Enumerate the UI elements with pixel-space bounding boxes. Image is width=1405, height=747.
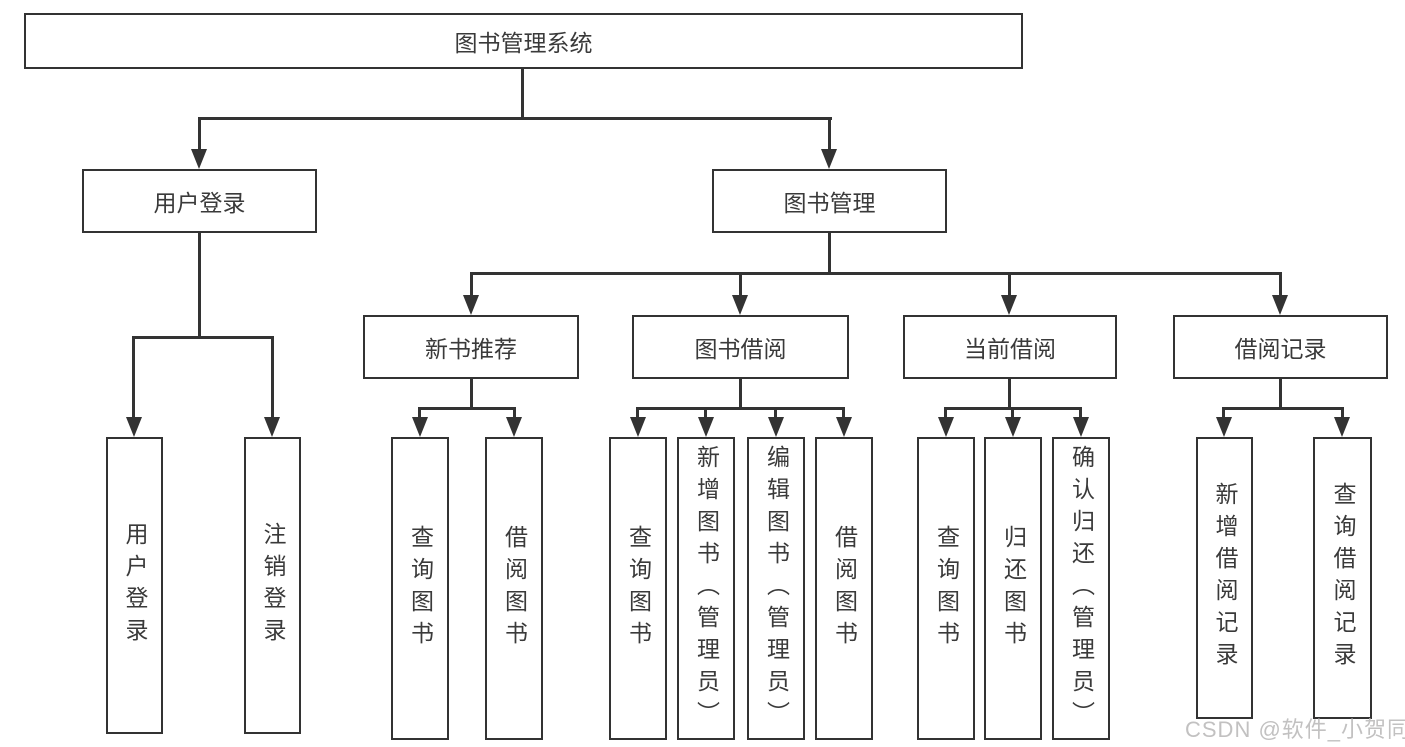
node-book-management: 图书管理: [712, 169, 947, 233]
connector-line: [198, 233, 201, 336]
arrow-down-icon: [630, 417, 646, 437]
connector-line: [470, 272, 1282, 275]
arrow-down-icon: [1272, 295, 1288, 315]
arrow-down-icon: [1005, 417, 1021, 437]
leaf-borrow-book: 借阅图书: [485, 437, 543, 740]
arrow-down-icon: [768, 417, 784, 437]
arrow-down-icon: [732, 295, 748, 315]
connector-line: [1223, 407, 1344, 410]
leaf-add-book-admin: 新增图书（管理员）: [677, 437, 735, 740]
connector-line: [470, 272, 473, 295]
connector-line: [739, 379, 742, 407]
leaf-add-borrow-record: 新增借阅记录: [1196, 437, 1253, 719]
leaf-query-books: 查询图书: [609, 437, 667, 740]
node-new-book-recommend: 新书推荐: [363, 315, 579, 379]
arrow-down-icon: [836, 417, 852, 437]
node-current-borrow: 当前借阅: [903, 315, 1117, 379]
arrow-down-icon: [126, 417, 142, 437]
arrow-down-icon: [1073, 417, 1089, 437]
connector-line: [637, 407, 845, 410]
connector-line: [133, 336, 274, 339]
connector-line: [944, 407, 947, 417]
arrow-down-icon: [698, 417, 714, 437]
leaf-logout: 注销登录: [244, 437, 301, 734]
connector-line: [739, 272, 742, 295]
arrow-down-icon: [1334, 417, 1350, 437]
arrow-down-icon: [506, 417, 522, 437]
connector-line: [521, 69, 524, 117]
leaf-confirm-return-admin: 确认归还（管理员）: [1052, 437, 1110, 740]
connector-line: [198, 117, 832, 120]
connector-line: [470, 379, 473, 407]
connector-line: [704, 407, 707, 417]
arrow-down-icon: [1216, 417, 1232, 437]
connector-line: [271, 336, 274, 417]
connector-line: [513, 407, 516, 417]
leaf-query-books: 查询图书: [391, 437, 449, 740]
connector-line: [419, 407, 516, 410]
connector-line: [842, 407, 845, 417]
connector-line: [1279, 379, 1282, 407]
node-book-borrow: 图书借阅: [632, 315, 849, 379]
arrow-down-icon: [938, 417, 954, 437]
connector-line: [828, 233, 831, 272]
arrow-down-icon: [1001, 295, 1017, 315]
connector-line: [636, 407, 639, 417]
leaf-query-books: 查询图书: [917, 437, 975, 740]
leaf-edit-book-admin: 编辑图书（管理员）: [747, 437, 805, 740]
connector-line: [198, 117, 201, 149]
connector-line: [418, 407, 421, 417]
leaf-query-borrow-record: 查询借阅记录: [1313, 437, 1372, 719]
connector-line: [1341, 407, 1344, 417]
leaf-user-login: 用户登录: [106, 437, 163, 734]
csdn-watermark: CSDN @软件_小贺同学: [1185, 717, 1405, 742]
connector-line: [1008, 379, 1011, 407]
node-borrow-record: 借阅记录: [1173, 315, 1388, 379]
arrow-down-icon: [191, 149, 207, 169]
connector-line: [774, 407, 777, 417]
connector-line: [1011, 407, 1014, 417]
arrow-down-icon: [821, 149, 837, 169]
connector-line: [1079, 407, 1082, 417]
arrow-down-icon: [412, 417, 428, 437]
leaf-return-book: 归还图书: [984, 437, 1042, 740]
leaf-borrow-book: 借阅图书: [815, 437, 873, 740]
connector-line: [1222, 407, 1225, 417]
connector-line: [132, 336, 135, 417]
arrow-down-icon: [463, 295, 479, 315]
connector-line: [1279, 272, 1282, 295]
arrow-down-icon: [264, 417, 280, 437]
connector-line: [1008, 272, 1011, 295]
connector-line: [828, 117, 831, 149]
node-user-login: 用户登录: [82, 169, 317, 233]
node-root: 图书管理系统: [24, 13, 1023, 69]
